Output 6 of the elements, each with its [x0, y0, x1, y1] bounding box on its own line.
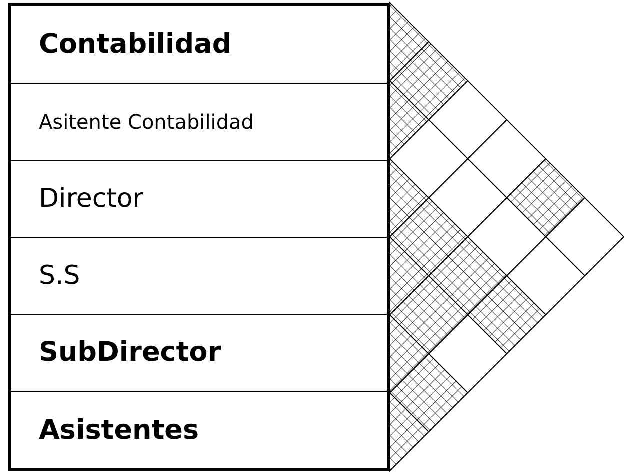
department-name: Contabilidad [39, 29, 232, 60]
department-name: SubDirector [39, 337, 222, 368]
department-name: Asistentes [39, 414, 200, 446]
department-name: Asitente Contabilidad [39, 110, 254, 134]
department-name: Director [39, 184, 144, 214]
department-name: S.S [39, 260, 80, 290]
